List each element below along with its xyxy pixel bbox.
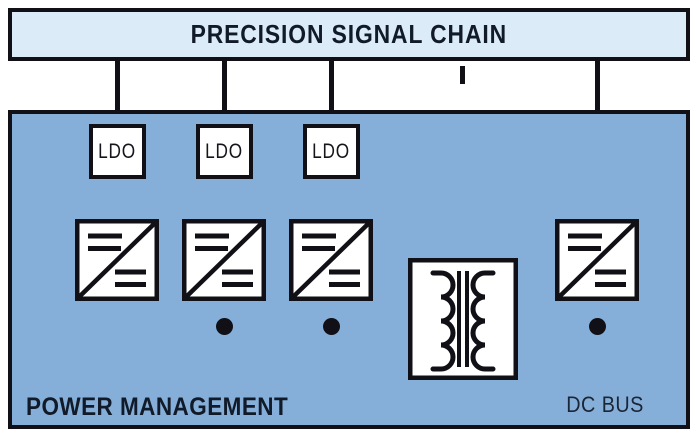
junction-dot — [215, 317, 233, 335]
ldo-label: LDO — [312, 139, 351, 163]
dc-dc-converter-symbol — [289, 219, 373, 301]
junction-dot — [322, 317, 340, 335]
dc-dc-converter-symbol — [555, 219, 639, 301]
connector-line — [221, 57, 227, 125]
connector-line — [328, 57, 334, 125]
dc-bus-label: DC BUS — [566, 392, 644, 417]
precision-signal-chain-block: PRECISION SIGNAL CHAIN — [8, 8, 690, 61]
dc-dc-converter-symbol — [182, 219, 266, 301]
ldo-block-2: LDO — [196, 124, 253, 179]
power-management-label: POWER MANAGEMENT — [26, 393, 289, 421]
ldo-label: LDO — [98, 139, 137, 163]
ldo-block-1: LDO — [89, 124, 146, 179]
connector-line — [114, 57, 120, 125]
junction-dot — [588, 317, 606, 335]
ldo-label: LDO — [205, 139, 244, 163]
signal-chain-title: PRECISION SIGNAL CHAIN — [190, 19, 508, 49]
isolation-transformer-symbol — [408, 258, 518, 380]
dc-dc-converter-symbol — [75, 219, 159, 301]
ldo-block-3: LDO — [303, 124, 360, 179]
dashed-isolation-line — [460, 66, 465, 84]
